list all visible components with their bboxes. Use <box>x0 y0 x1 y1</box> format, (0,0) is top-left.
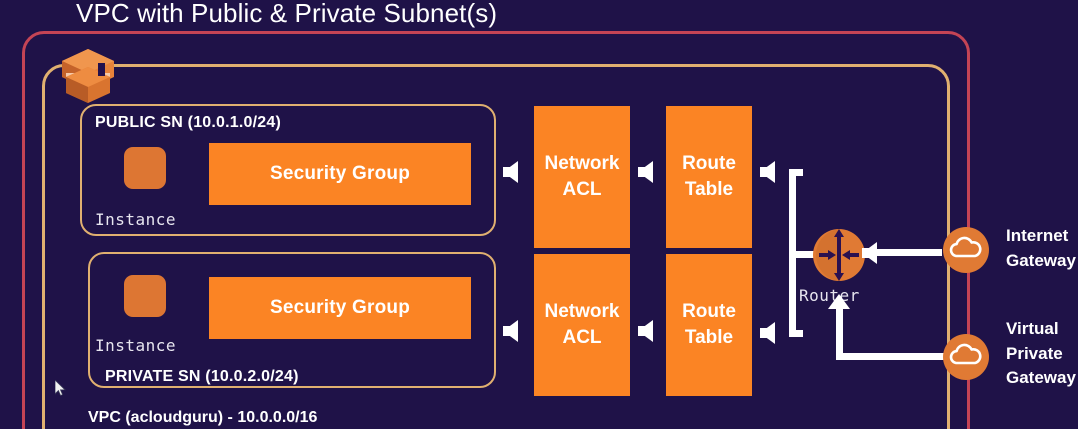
connector-router-to-route-table-public-vertical <box>789 172 796 255</box>
virtual-private-gateway-label: Virtual Private Gateway <box>1006 317 1076 391</box>
network-acl-private-line2: ACL <box>562 327 602 348</box>
arrow-vgw-to-router <box>828 294 850 309</box>
page-title: VPC with Public & Private Subnet(s) <box>76 0 498 28</box>
network-acl-public: Network ACL <box>534 106 630 248</box>
arrow-nacl-to-private-subnet <box>503 320 518 342</box>
arrow-nacl-to-public-subnet <box>503 161 518 183</box>
route-table-private-line1: Route <box>682 301 736 323</box>
virtual-private-gateway-label-line1: Virtual <box>1006 319 1059 338</box>
subnet-public <box>80 104 496 236</box>
route-table-private: Route Table <box>666 254 752 396</box>
subnet-private <box>88 252 496 388</box>
connector-vgw-to-router-horizontal <box>836 353 944 360</box>
vpc-label: VPC (acloudguru) - 10.0.0.0/16 <box>88 409 318 426</box>
network-acl-public-line2: ACL <box>562 179 602 200</box>
connector-router-to-route-table-private-horizontal <box>789 330 803 337</box>
security-group-public: Security Group <box>209 143 471 205</box>
network-acl-private-line1: Network <box>544 301 620 323</box>
router-icon <box>812 228 866 282</box>
connector-vgw-to-router-vertical <box>836 308 843 356</box>
aws-vpc-icon <box>58 47 118 109</box>
route-table-public-line2: Table <box>684 179 734 200</box>
instance-label-private: Instance <box>95 336 177 355</box>
instance-icon-private <box>124 275 166 317</box>
arrow-route-table-to-nacl-public <box>638 161 653 183</box>
virtual-private-gateway-label-line2: Private <box>1006 343 1063 363</box>
virtual-private-gateway-label-line3: Gateway <box>1006 368 1076 388</box>
instance-label-public: Instance <box>95 210 177 229</box>
internet-gateway-label: Internet Gateway <box>1006 224 1076 273</box>
route-table-public: Route Table <box>666 106 752 248</box>
arrow-router-to-route-table-private <box>760 322 775 344</box>
route-table-private-line2: Table <box>684 327 734 348</box>
virtual-private-gateway-icon <box>942 333 990 381</box>
instance-icon-public <box>124 147 166 189</box>
internet-gateway-label-line2: Gateway <box>1006 250 1076 270</box>
connector-router-to-route-table-public-horizontal <box>789 169 803 176</box>
internet-gateway-label-line1: Internet <box>1006 226 1069 245</box>
route-table-public-line1: Route <box>682 153 736 175</box>
security-group-private: Security Group <box>209 277 471 339</box>
network-acl-public-line1: Network <box>544 153 620 175</box>
arrow-router-to-route-table-public <box>760 161 775 183</box>
subnet-private-label: PRIVATE SN (10.0.2.0/24) <box>105 368 299 385</box>
subnet-public-label: PUBLIC SN (10.0.1.0/24) <box>95 114 281 131</box>
mouse-cursor-icon <box>54 379 66 397</box>
connector-igw-to-router <box>876 249 942 256</box>
internet-gateway-icon <box>942 226 990 274</box>
network-acl-private: Network ACL <box>534 254 630 396</box>
arrow-igw-to-router <box>862 242 877 264</box>
connector-router-to-route-table-private-vertical <box>789 255 796 333</box>
connector-router-stub-top <box>789 251 815 258</box>
arrow-route-table-to-nacl-private <box>638 320 653 342</box>
